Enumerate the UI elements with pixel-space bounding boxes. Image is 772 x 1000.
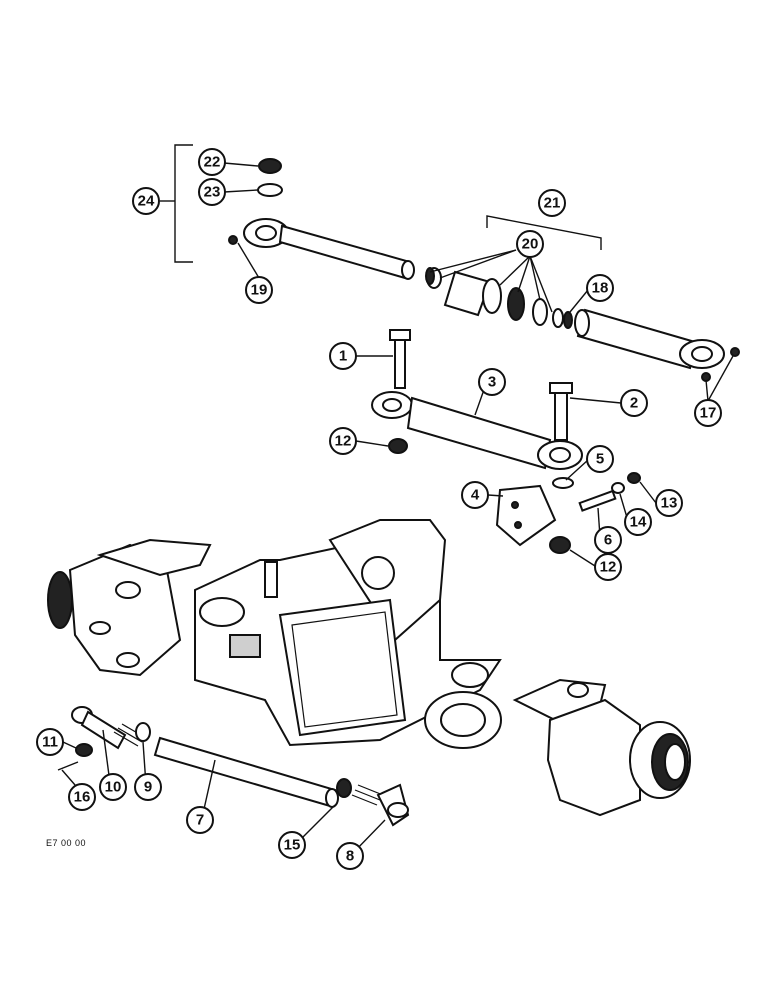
svg-text:7: 7 — [196, 812, 204, 829]
svg-text:20: 20 — [522, 236, 539, 253]
callout-12: 12 — [329, 427, 357, 455]
callout-5: 5 — [586, 445, 614, 473]
svg-text:17: 17 — [700, 405, 717, 422]
callout-8: 8 — [336, 842, 364, 870]
svg-text:21: 21 — [544, 195, 561, 212]
callout-7: 7 — [186, 806, 214, 834]
svg-text:18: 18 — [592, 280, 609, 297]
callout-13: 13 — [655, 489, 683, 517]
callout-20: 20 — [516, 230, 544, 258]
svg-text:22: 22 — [204, 154, 221, 171]
bracket-24 — [174, 144, 193, 263]
callout-14: 14 — [624, 508, 652, 536]
callout-6: 6 — [594, 526, 622, 554]
callout-16: 16 — [68, 783, 96, 811]
callout-22: 22 — [198, 148, 226, 176]
svg-text:12: 12 — [335, 433, 352, 450]
callout-10: 10 — [99, 773, 127, 801]
svg-text:13: 13 — [661, 495, 678, 512]
svg-text:4: 4 — [471, 487, 480, 504]
svg-text:5: 5 — [596, 451, 604, 468]
svg-text:10: 10 — [105, 779, 122, 796]
svg-text:12: 12 — [600, 559, 617, 576]
callout-15: 15 — [278, 831, 306, 859]
svg-text:11: 11 — [42, 734, 58, 751]
reference-code: E7 00 00 — [46, 838, 87, 848]
callout-11: 11 — [36, 728, 64, 756]
washer-part-23 — [257, 183, 283, 197]
nut-part-22 — [258, 158, 282, 174]
callout-21: 21 — [538, 189, 566, 217]
bracket-21 — [486, 215, 602, 250]
callout-24: 24 — [132, 187, 160, 215]
callout-18: 18 — [586, 274, 614, 302]
axle-housing — [47, 519, 502, 749]
tie-rod-assembly — [57, 706, 410, 827]
svg-text:24: 24 — [138, 193, 155, 210]
svg-text:9: 9 — [144, 779, 152, 796]
svg-text:1: 1 — [339, 348, 347, 365]
svg-text:15: 15 — [284, 837, 301, 854]
svg-text:16: 16 — [74, 789, 91, 806]
right-hub-knuckle — [512, 678, 691, 817]
callout-1: 1 — [329, 342, 357, 370]
callout-12-lower: 12 — [594, 553, 622, 581]
svg-text:23: 23 — [204, 184, 221, 201]
callout-2: 2 — [620, 389, 648, 417]
callout-23: 23 — [198, 178, 226, 206]
svg-text:14: 14 — [630, 514, 647, 531]
svg-text:3: 3 — [488, 374, 496, 391]
callout-3: 3 — [478, 368, 506, 396]
callout-9: 9 — [134, 773, 162, 801]
svg-text:8: 8 — [346, 848, 354, 865]
callout-4: 4 — [461, 481, 489, 509]
svg-text:6: 6 — [604, 532, 612, 549]
cylinder-assembly-exploded — [228, 218, 740, 382]
svg-text:19: 19 — [251, 282, 268, 299]
steering-cylinder — [371, 329, 641, 554]
callouts: 22 23 24 19 21 20 18 17 1 3 2 12 5 4 13 — [36, 148, 722, 870]
callout-19: 19 — [245, 276, 273, 304]
svg-text:2: 2 — [630, 395, 638, 412]
callout-17: 17 — [694, 399, 722, 427]
